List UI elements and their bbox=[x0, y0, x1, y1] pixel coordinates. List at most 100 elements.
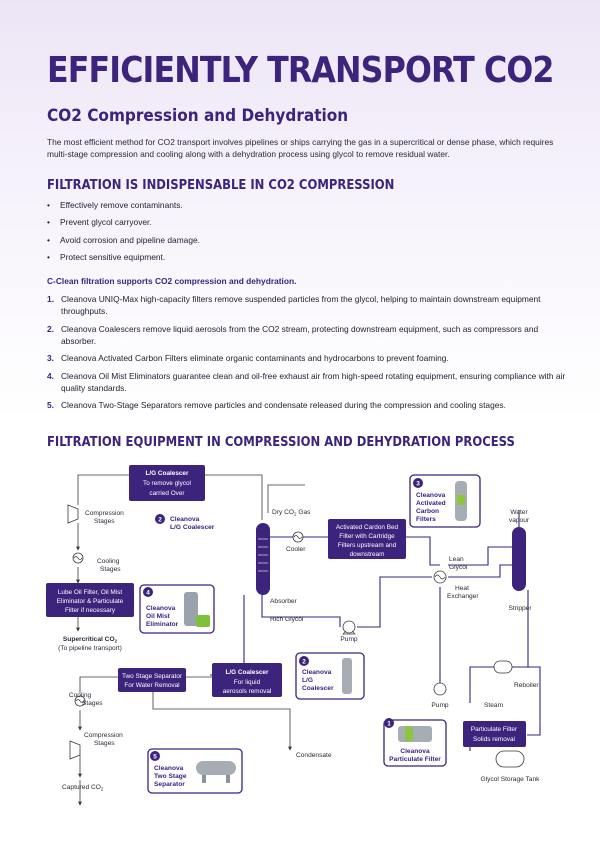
box-label: carried Over bbox=[149, 490, 185, 497]
item-number: 5. bbox=[47, 400, 54, 410]
lg-coalescer-top-box: L/G Coalescer To remove glycol carried O… bbox=[129, 465, 205, 501]
box-label: For Water Removal bbox=[124, 682, 179, 689]
stripper-column-icon bbox=[512, 527, 526, 591]
numbered-list: 1.Cleanova UNIQ-Max high-capacity filter… bbox=[47, 293, 567, 417]
box-label: Lube Oil Filter, Oil Mist bbox=[58, 589, 123, 596]
diagram-labels: Compression Stages Cooling Stages Superc… bbox=[58, 509, 540, 792]
cleanova-oil-mist-card: 4 Cleanova Oil Mist Eliminator bbox=[139, 584, 215, 634]
list-item: 5. Cleanova Two-Stage Separators remove p… bbox=[47, 399, 567, 411]
cooler-mid-icon bbox=[292, 531, 304, 543]
card-number: 2 bbox=[158, 517, 162, 524]
two-stage-separator-box: Two Stage Separator For Water Removal bbox=[118, 668, 186, 692]
compressor-top-icon bbox=[67, 504, 79, 524]
item-number: 1. bbox=[47, 294, 54, 304]
label-pump-low: Pump bbox=[431, 702, 449, 709]
label-cooling-bottom: Stages bbox=[82, 700, 103, 707]
label-lean-glycol: Glycol bbox=[449, 564, 468, 571]
pump-mid-icon bbox=[342, 620, 356, 635]
card-label: Separator bbox=[154, 781, 185, 788]
box-label: For liquid bbox=[234, 679, 261, 686]
label-cooling-top: Stages bbox=[100, 566, 121, 573]
heat-exchanger-icon bbox=[433, 570, 447, 584]
box-label: L/G Coalescer bbox=[226, 669, 269, 676]
box-label: Solids removal bbox=[473, 736, 515, 743]
list-item: Effectively remove contaminants. bbox=[47, 199, 567, 216]
label-dry-co2-text: Dry CO bbox=[272, 509, 294, 516]
label-water-vapour: vapour bbox=[509, 517, 530, 524]
glycol-tank-icon bbox=[495, 750, 525, 768]
item-text: Cleanova Activated Carbon Filters elimin… bbox=[61, 353, 449, 363]
label-heat-exchanger: Exchanger bbox=[447, 593, 479, 600]
label-heat-exchanger: Heat bbox=[455, 585, 469, 592]
label-compression-bottom: Stages bbox=[94, 740, 115, 747]
label-stripper: Stripper bbox=[508, 605, 532, 612]
card-number: 2 bbox=[302, 659, 306, 666]
label-subscript: 2 bbox=[294, 512, 297, 517]
card-label: Cleanova bbox=[400, 748, 430, 755]
label-subscript: 2 bbox=[115, 639, 118, 644]
section-heading-equipment: FILTRATION EQUIPMENT IN COMPRESSION AND … bbox=[47, 434, 515, 450]
card-label: L/G bbox=[302, 677, 313, 684]
item-text: Cleanova Two-Stage Separators remove par… bbox=[61, 400, 506, 410]
label-reboiler: Reboiler bbox=[514, 682, 539, 689]
pump-low-icon bbox=[433, 682, 447, 696]
box-label: Filter if necessary bbox=[65, 607, 116, 614]
support-line: C-Clean filtration supports CO2 compress… bbox=[47, 276, 297, 286]
item-number: 3. bbox=[47, 353, 54, 363]
label-cooling-bottom: Cooling bbox=[69, 692, 92, 699]
card-label: Two Stage bbox=[154, 773, 187, 780]
process-diagram: L/G Coalescer To remove glycol carried O… bbox=[46, 465, 541, 806]
label-subscript: 2 bbox=[101, 787, 104, 792]
absorber-column-icon bbox=[256, 523, 270, 595]
cooler-top-icon bbox=[72, 552, 84, 564]
list-item: 3. Cleanova Activated Carbon Filters elim… bbox=[47, 352, 567, 364]
label-supercritical: Supercritical CO2 bbox=[63, 636, 118, 644]
label-dry-co2: Dry CO2 Gas bbox=[272, 509, 311, 517]
box-label: To remove glycol bbox=[143, 480, 191, 487]
box-label: L/G Coalescer bbox=[146, 470, 189, 477]
box-label: Activated Cardon Bed bbox=[336, 524, 399, 531]
cleanova-two-stage-card: 5 Cleanova Two Stage Separator bbox=[147, 748, 243, 794]
label-cooler: Cooler bbox=[286, 546, 306, 553]
label-absorber: Absorber bbox=[270, 598, 298, 605]
intro-paragraph: The most efficient method for CO2 transp… bbox=[47, 137, 554, 159]
card-label: Particulate Filter bbox=[389, 756, 441, 763]
box-label: downstream bbox=[350, 551, 385, 558]
label-cooling-top: Cooling bbox=[97, 558, 120, 565]
card-label: Oil Mist bbox=[146, 613, 171, 620]
cleanova-lg-top-label: 2 Cleanova L/G Coalescer bbox=[155, 514, 215, 531]
label-to-pipeline: (To pipeline transport) bbox=[58, 645, 122, 652]
label-condensate: Condensate bbox=[296, 752, 332, 759]
list-item: 4.Cleanova Oil Mist Eliminators guarante… bbox=[47, 370, 567, 394]
list-item: Protect sensitive equipment. bbox=[47, 251, 567, 268]
card-label: Cleanova bbox=[416, 492, 446, 499]
card-label: Cleanova bbox=[302, 669, 332, 676]
box-label: Particulate Filter bbox=[471, 726, 518, 733]
item-number: 4. bbox=[47, 370, 54, 381]
list-item: 1.Cleanova UNIQ-Max high-capacity filter… bbox=[47, 293, 567, 317]
carbon-filter-box: Activated Cardon Bed Filter with Cartrid… bbox=[328, 519, 406, 559]
label-steam: Steam bbox=[484, 702, 504, 709]
box-label: Eliminator & Particulate bbox=[57, 598, 124, 605]
card-label: Coalescer bbox=[302, 685, 334, 692]
label-dry-co2-tail: Gas bbox=[297, 509, 312, 516]
cleanova-lg-mid-card: 2 Cleanova L/G Coalescer bbox=[295, 652, 365, 700]
card-number: 4 bbox=[146, 590, 150, 597]
box-label: aerosols removal bbox=[223, 688, 272, 695]
list-item: Prevent glycol carryover. bbox=[47, 216, 567, 233]
box-label: Filter with Cartridge bbox=[339, 533, 395, 540]
card-label: Carbon bbox=[416, 508, 439, 515]
lg-coalescer-mid-box: L/G Coalescer For liquid aerosols remova… bbox=[212, 663, 282, 697]
particulate-filter-box: Particulate Filter Solids removal bbox=[463, 721, 526, 747]
card-label: Activated bbox=[416, 500, 446, 507]
label-glycol-tank: Glycol Storage Tank bbox=[481, 776, 541, 783]
label-compression-top: Compression bbox=[85, 510, 124, 517]
card-number: 3 bbox=[416, 481, 420, 488]
card-label: Filters bbox=[416, 516, 436, 523]
label-captured-co2: Captured CO2 bbox=[62, 784, 104, 792]
label-water-vapour: Water bbox=[510, 509, 528, 516]
box-label: Two Stage Separator bbox=[122, 673, 183, 680]
card-label: Cleanova bbox=[170, 516, 200, 523]
label-compression-top: Stages bbox=[94, 518, 115, 525]
